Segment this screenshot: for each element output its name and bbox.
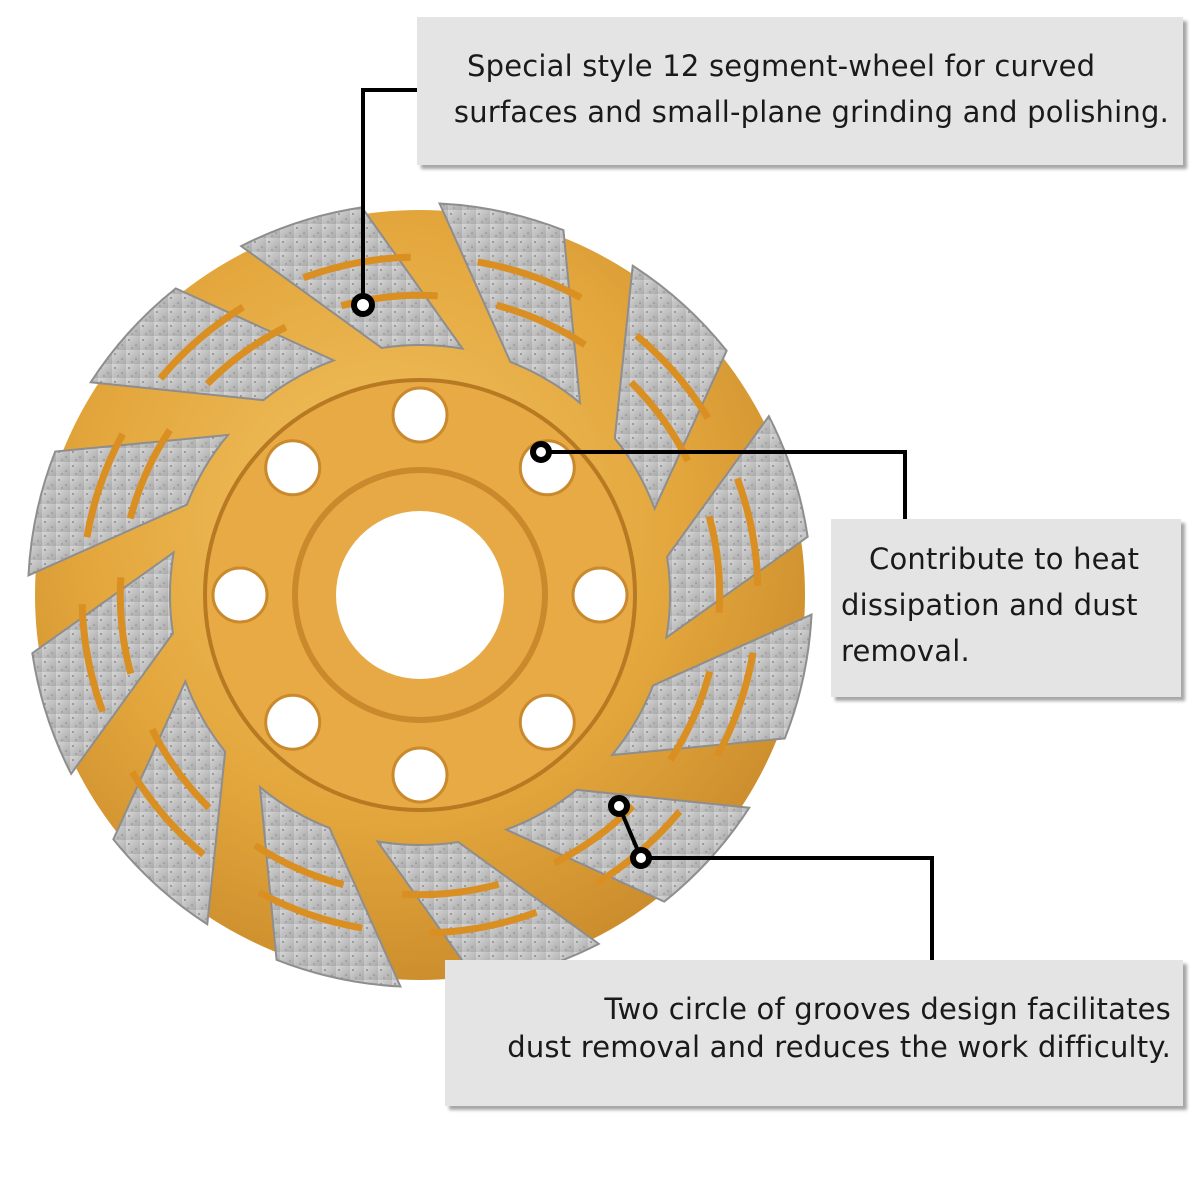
- diamond-segment: [27, 428, 231, 577]
- callout-1-line-1: Special style 12 segment-wheel for curve…: [467, 49, 1096, 83]
- groove: [302, 253, 411, 281]
- cooling-hole: [264, 693, 322, 751]
- groove: [253, 842, 345, 889]
- cooling-hole: [391, 746, 449, 804]
- groove: [714, 652, 757, 758]
- groove: [667, 670, 714, 762]
- cooling-hole: [571, 566, 629, 624]
- groove: [628, 379, 692, 463]
- callout-2-line-1: Contribute to heat: [869, 542, 1140, 576]
- groove: [129, 770, 206, 858]
- callout-grooves-design: Two circle of grooves design facilitates…: [445, 960, 1183, 1106]
- groove: [402, 880, 500, 899]
- diamond-segment: [239, 206, 465, 351]
- pointer-line-1: [361, 88, 418, 305]
- groove: [705, 515, 724, 613]
- cooling-hole: [264, 439, 322, 497]
- diamond-segment: [31, 550, 176, 776]
- groove: [157, 304, 245, 381]
- callout-heat-dissipation: Contribute to heat dissipation and dust …: [831, 519, 1181, 697]
- groove: [257, 889, 363, 932]
- groove: [83, 432, 126, 538]
- diamond-segment: [613, 264, 728, 512]
- cooling-hole: [391, 386, 449, 444]
- cooling-holes: [211, 386, 629, 804]
- groove: [495, 301, 587, 348]
- diamond-segment: [112, 678, 227, 926]
- pointer-dot-1: [351, 293, 375, 317]
- groove: [477, 258, 583, 301]
- groove: [204, 323, 288, 387]
- callout-2-line-3: removal.: [841, 634, 970, 668]
- groove: [78, 604, 106, 713]
- cooling-hole: [211, 566, 269, 624]
- groove: [148, 727, 212, 811]
- pointer-dot-3a: [608, 795, 630, 817]
- pointer-line-2: [541, 450, 907, 530]
- groove: [116, 577, 135, 675]
- callout-segment-wheel: Special style 12 segment-wheel for curve…: [417, 17, 1183, 165]
- pointer-dot-2: [530, 441, 552, 463]
- diamond-segment: [89, 287, 337, 402]
- callout-1-line-2: surfaces and small-plane grinding and po…: [453, 95, 1169, 129]
- pointer-dot-3b: [630, 847, 652, 869]
- arbor-hole: [336, 511, 504, 679]
- groove: [340, 291, 438, 310]
- callout-3-line-2: dust removal and reduces the work diffic…: [507, 1030, 1171, 1064]
- groove: [734, 477, 762, 586]
- diamond-segments: [27, 202, 813, 988]
- callout-3-line-1: Two circle of grooves design facilitates: [604, 992, 1171, 1026]
- pointer-line-3: [641, 856, 934, 967]
- diamond-segment: [253, 784, 402, 988]
- callout-2-line-2: dissipation and dust: [841, 588, 1138, 622]
- diamond-segment: [609, 613, 813, 762]
- groove: [634, 332, 711, 420]
- cooling-hole: [518, 693, 576, 751]
- diamond-segment: [438, 202, 587, 406]
- groove: [429, 909, 538, 937]
- diamond-segment: [664, 414, 809, 640]
- groove: [126, 428, 173, 520]
